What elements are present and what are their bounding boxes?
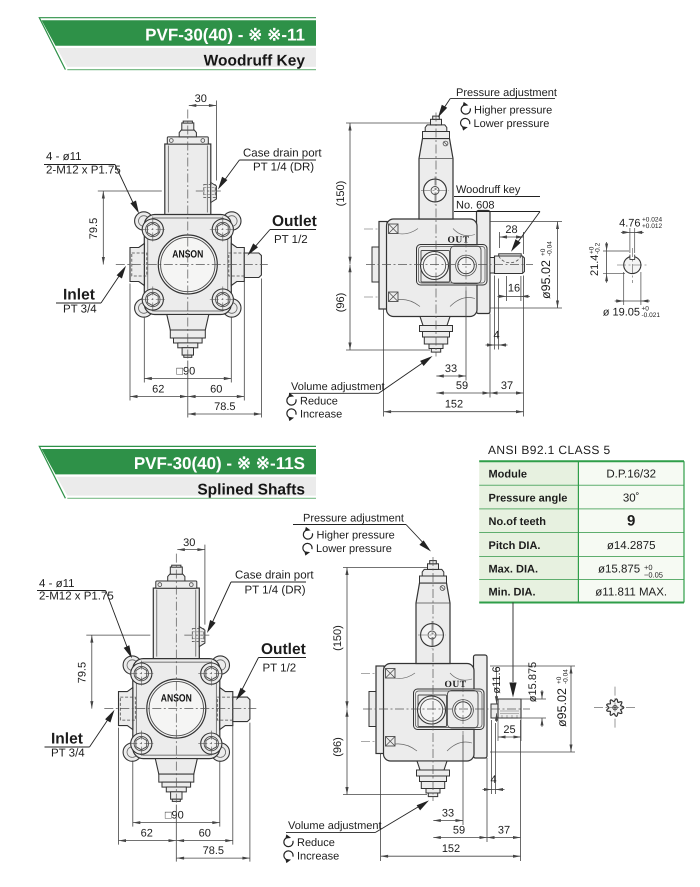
svg-text:59: 59: [453, 825, 465, 837]
svg-text:+0.012: +0.012: [642, 223, 662, 230]
svg-text:Pressure angle: Pressure angle: [489, 492, 568, 504]
svg-text:ø15.875: ø15.875: [527, 662, 539, 702]
svg-text:Pressure adjustment: Pressure adjustment: [456, 87, 557, 99]
svg-text:(150): (150): [332, 625, 344, 651]
svg-text:30: 30: [195, 93, 207, 105]
svg-text:Splined Shafts: Splined Shafts: [197, 481, 305, 498]
svg-text:4 - ø11: 4 - ø11: [39, 578, 75, 590]
svg-text:33: 33: [445, 363, 457, 375]
svg-text:PT 3/4: PT 3/4: [63, 304, 97, 316]
svg-text:37: 37: [498, 825, 510, 837]
svg-text:Increase: Increase: [300, 409, 342, 421]
svg-text:Module: Module: [489, 469, 528, 481]
svg-text:59: 59: [456, 380, 468, 392]
svg-text:Reduce: Reduce: [297, 837, 335, 849]
svg-text:30: 30: [183, 537, 195, 549]
svg-text:16: 16: [508, 283, 520, 295]
svg-text:-0.04: -0.04: [563, 669, 570, 684]
svg-text:+0: +0: [644, 563, 653, 572]
svg-text:60: 60: [210, 384, 222, 396]
svg-text:ø14.2875: ø14.2875: [607, 540, 656, 552]
svg-text:Outlet: Outlet: [272, 213, 317, 230]
svg-text:Lower pressure: Lower pressure: [474, 118, 550, 130]
svg-text:−0.05: −0.05: [644, 570, 663, 579]
svg-text:37: 37: [501, 380, 513, 392]
svg-text:78.5: 78.5: [203, 845, 224, 857]
svg-text:2-M12 x P1.75: 2-M12 x P1.75: [46, 165, 121, 177]
svg-text:Pitch DIA.: Pitch DIA.: [489, 540, 541, 552]
svg-text:Volume adjustment: Volume adjustment: [291, 381, 385, 393]
svg-text:-0.04: -0.04: [547, 241, 554, 256]
svg-text:4: 4: [493, 330, 499, 342]
svg-text:-0.021: -0.021: [642, 312, 661, 319]
svg-text:Case drain port: Case drain port: [243, 148, 322, 160]
svg-text:PVF-30(40) - ※ ※-11: PVF-30(40) - ※ ※-11: [145, 25, 305, 44]
svg-text:Woodruff Key: Woodruff Key: [204, 53, 306, 70]
svg-text:28: 28: [505, 224, 517, 236]
svg-text:ø15.875: ø15.875: [598, 563, 640, 575]
svg-text:Pressure adjustment: Pressure adjustment: [303, 513, 404, 525]
svg-text:+0: +0: [642, 306, 650, 313]
svg-text:No.of teeth: No.of teeth: [489, 516, 547, 528]
svg-text:OUT: OUT: [444, 680, 466, 690]
svg-text:30˚: 30˚: [623, 491, 640, 504]
svg-text:Lower pressure: Lower pressure: [316, 543, 392, 555]
svg-text:ø95.02: ø95.02: [539, 260, 553, 299]
svg-text:□90: □90: [165, 810, 184, 822]
svg-text:Inlet: Inlet: [63, 287, 95, 304]
svg-text:Higher pressure: Higher pressure: [317, 530, 395, 542]
svg-text:4.76: 4.76: [619, 218, 640, 230]
svg-text:ø95.02: ø95.02: [555, 688, 569, 727]
svg-text:Min. DIA.: Min. DIA.: [489, 586, 536, 598]
svg-text:Woodruff key: Woodruff key: [456, 184, 521, 196]
svg-text:No. 608: No. 608: [456, 200, 495, 212]
svg-text:ø11.811 MAX.: ø11.811 MAX.: [595, 586, 667, 598]
svg-text:79.5: 79.5: [88, 218, 100, 239]
svg-text:ø11.6: ø11.6: [491, 666, 503, 693]
svg-text:21.4: 21.4: [589, 255, 601, 276]
svg-text:ø 19.05: ø 19.05: [603, 307, 640, 319]
svg-text:2-M12 x P1.75: 2-M12 x P1.75: [39, 591, 114, 603]
svg-text:PT 1/2: PT 1/2: [263, 663, 297, 675]
svg-text:60: 60: [199, 828, 211, 840]
svg-text:62: 62: [152, 384, 164, 396]
svg-text:Higher pressure: Higher pressure: [474, 105, 552, 117]
svg-text:33: 33: [442, 808, 454, 820]
svg-text:152: 152: [442, 843, 460, 855]
svg-text:(96): (96): [335, 293, 347, 313]
svg-text:PT 1/4 (DR): PT 1/4 (DR): [245, 585, 306, 597]
svg-text:4 - ø11: 4 - ø11: [46, 151, 82, 163]
svg-text:D.P.16/32: D.P.16/32: [606, 469, 656, 481]
svg-text:4: 4: [490, 774, 496, 786]
svg-text:78.5: 78.5: [214, 401, 235, 413]
svg-text:+0: +0: [589, 246, 596, 254]
svg-text:Reduce: Reduce: [300, 396, 338, 408]
svg-text:PT 3/4: PT 3/4: [51, 748, 85, 760]
svg-text:Inlet: Inlet: [51, 731, 83, 748]
svg-text:Max. DIA.: Max. DIA.: [489, 563, 539, 575]
svg-text:62: 62: [141, 828, 153, 840]
svg-text:+0.024: +0.024: [642, 217, 662, 224]
svg-text:(96): (96): [332, 737, 344, 757]
svg-text:(150): (150): [335, 181, 347, 207]
svg-text:152: 152: [445, 399, 463, 411]
svg-text:+0: +0: [540, 248, 547, 256]
svg-text:OUT: OUT: [447, 236, 469, 246]
svg-text:25: 25: [503, 724, 515, 736]
svg-text:Case drain port: Case drain port: [235, 570, 314, 582]
svg-text:PVF-30(40) - ※ ※-11S: PVF-30(40) - ※ ※-11S: [134, 454, 305, 473]
svg-text:Outlet: Outlet: [261, 641, 306, 658]
svg-text:79.5: 79.5: [76, 662, 88, 683]
svg-text:ANSI B92.1 CLASS 5: ANSI B92.1 CLASS 5: [488, 443, 611, 457]
svg-text:Increase: Increase: [297, 851, 339, 863]
svg-text:Volume adjustment: Volume adjustment: [288, 820, 382, 832]
svg-text:-0.2: -0.2: [595, 242, 602, 254]
svg-text:□90: □90: [176, 366, 195, 378]
svg-text:PT 1/4 (DR): PT 1/4 (DR): [253, 162, 314, 174]
svg-text:9: 9: [627, 513, 635, 530]
svg-text:PT 1/2: PT 1/2: [274, 234, 308, 246]
svg-text:+0: +0: [556, 676, 563, 684]
